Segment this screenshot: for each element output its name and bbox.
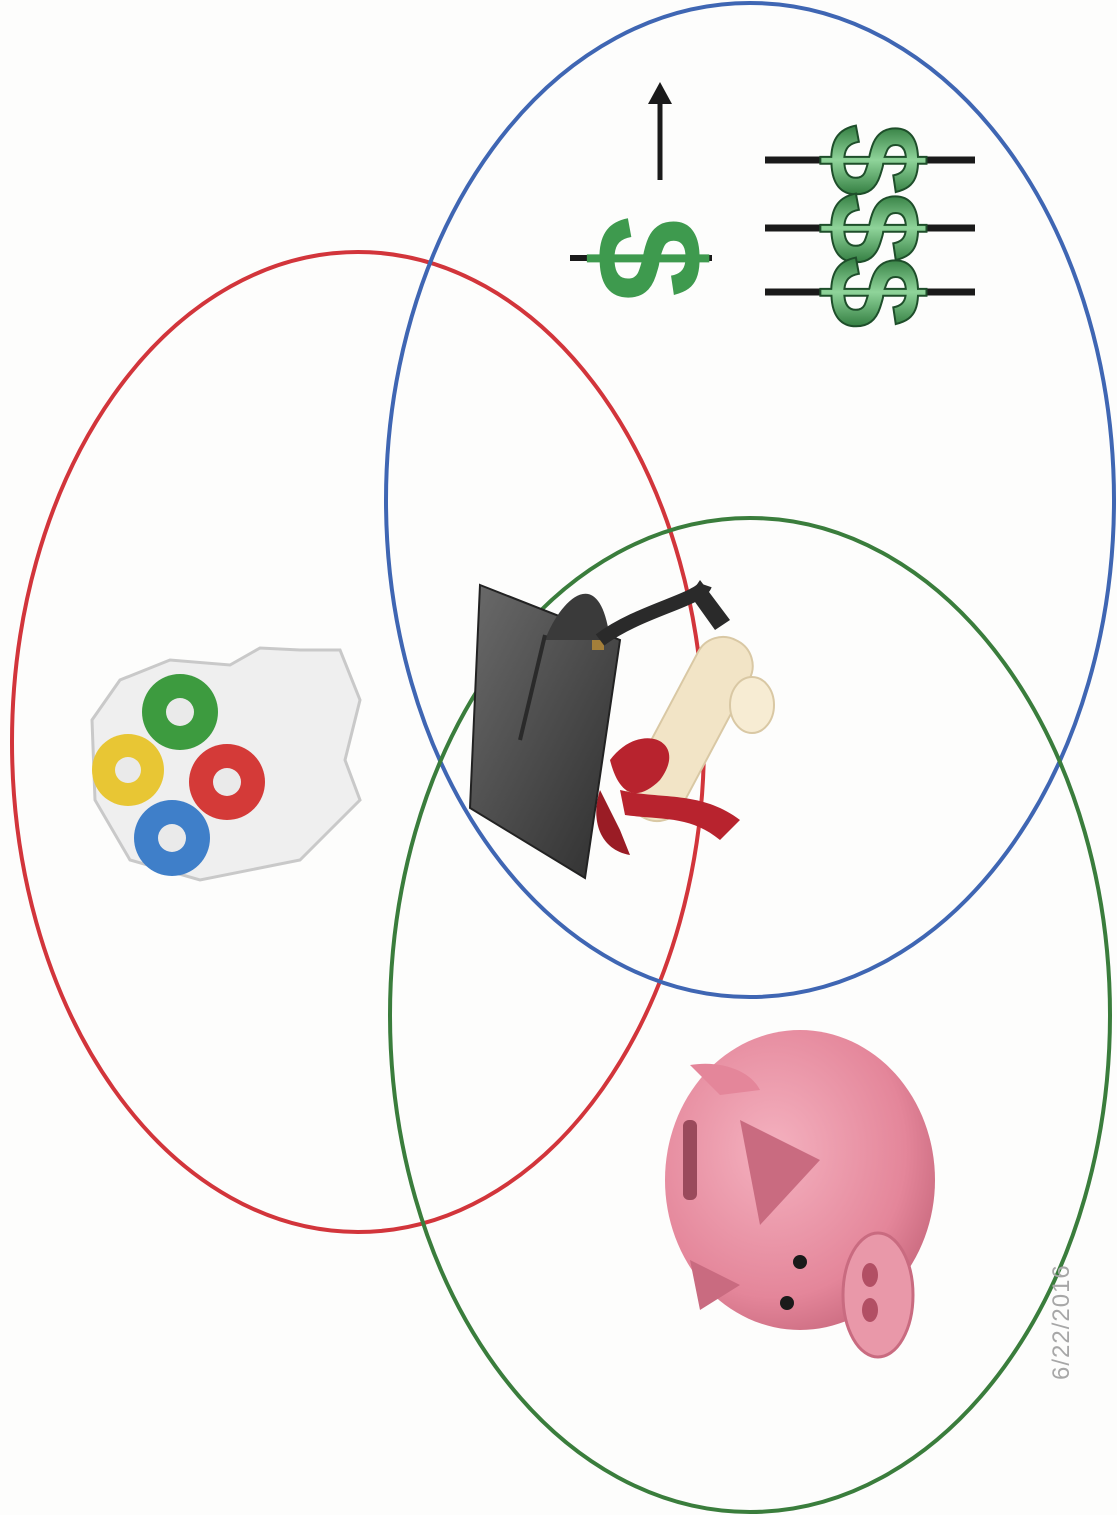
coin-slot	[683, 1120, 697, 1200]
date-stamp: 6/22/2016	[1048, 1264, 1075, 1380]
pig-ear-icon	[690, 1260, 740, 1310]
dollar-glyph: $	[802, 256, 948, 328]
pig-snout-icon	[841, 1231, 915, 1359]
piggy-bank-icon	[665, 1030, 935, 1359]
pig-eye-icon	[780, 1296, 794, 1310]
dollar-glyph: $	[802, 192, 948, 264]
pig-eye-icon	[793, 1255, 807, 1269]
dollar-glyph: $	[802, 124, 948, 196]
pig-ear-icon	[740, 1120, 820, 1225]
rising-dollar-icon: $	[566, 82, 734, 300]
head-with-gears-icon	[90, 646, 362, 882]
gear-yellow-icon	[92, 734, 164, 806]
ribbon-icon	[596, 738, 740, 855]
blue-set-circle	[384, 1, 1116, 999]
stacked-dollars-icon: $ $ $	[765, 123, 975, 329]
gear-red-icon	[189, 744, 265, 820]
mortarboard-icon	[468, 580, 730, 880]
gear-blue-icon	[134, 800, 210, 876]
green-set-circle	[388, 516, 1112, 1514]
dollar-glyph: $	[566, 216, 734, 299]
graduation-cap-diploma-icon	[468, 580, 775, 880]
gear-green-icon	[142, 674, 218, 750]
